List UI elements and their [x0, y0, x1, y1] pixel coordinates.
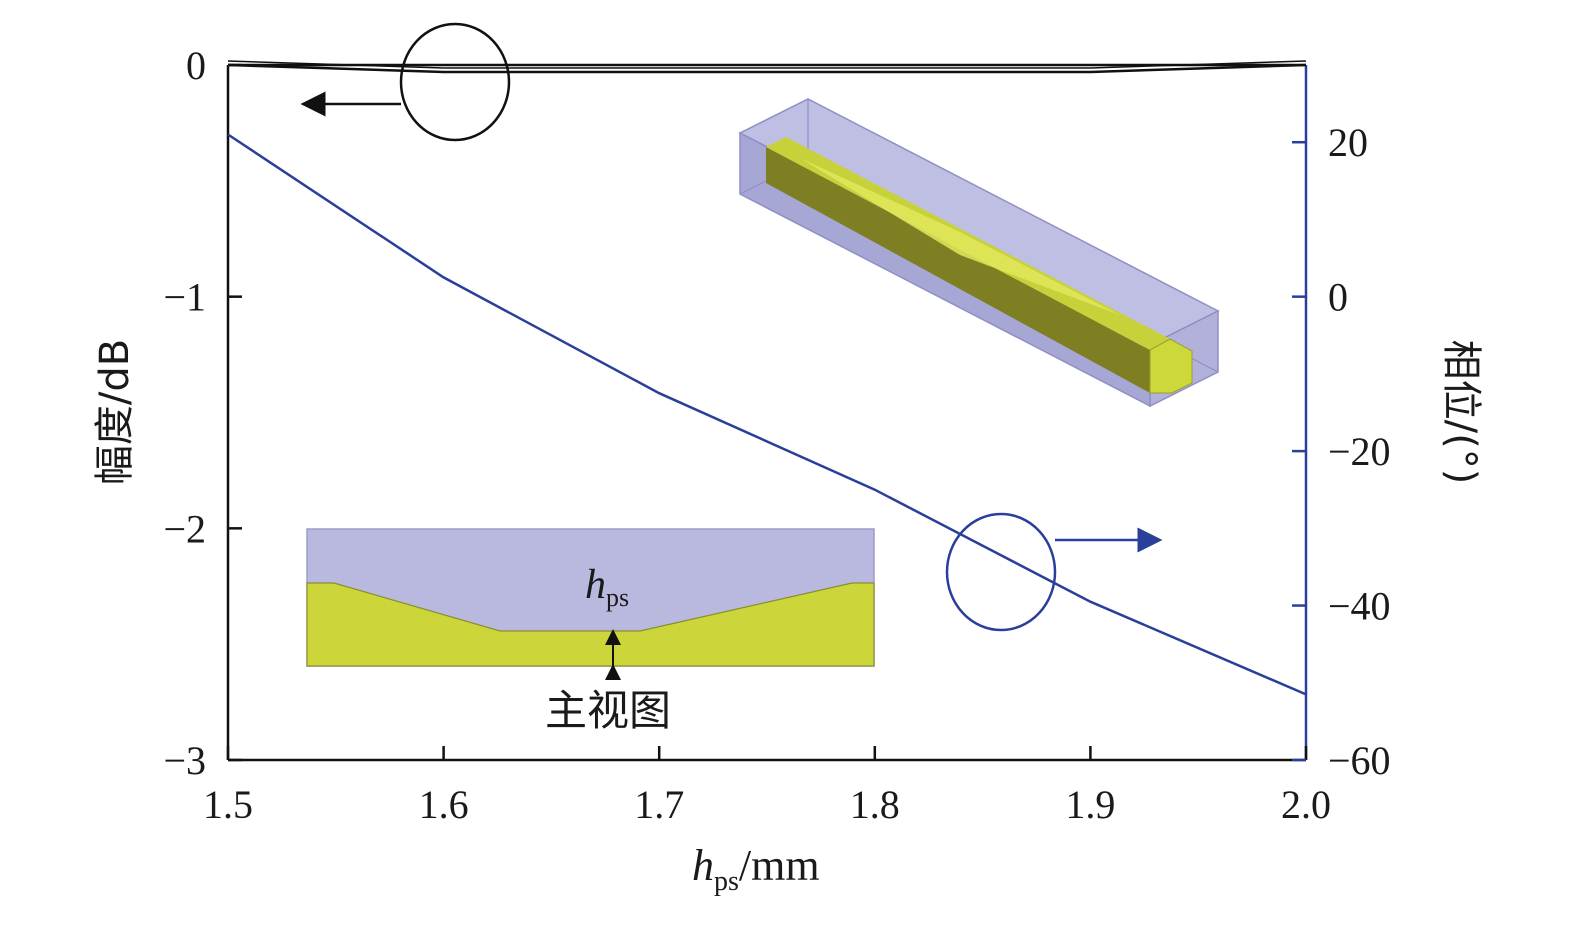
y-right-tick-label-3: −40	[1328, 584, 1391, 629]
y-right-tick-label-2: −20	[1328, 429, 1391, 474]
x-tick-label-4: 1.9	[1065, 782, 1115, 827]
x-tick-label-2: 1.7	[634, 782, 684, 827]
y-right-axis-title: 相位/(°)	[1438, 340, 1484, 485]
y-left-tick-label-3: −3	[163, 738, 206, 783]
inset-3d-waveguide	[738, 98, 1220, 408]
y-right-tick-label-1: 0	[1328, 275, 1348, 320]
x-ticks: 1.5 1.6 1.7 1.8 1.9 2.0	[203, 746, 1331, 827]
right-series-marker-circle	[945, 512, 1057, 632]
y-right-tick-label-0: 20	[1328, 120, 1368, 165]
hps-inset-label: hps	[585, 562, 629, 612]
y-left-tick-label-1: −1	[163, 275, 206, 320]
y-right-tick-label-4: −60	[1328, 738, 1391, 783]
x-tick-label-3: 1.8	[850, 782, 900, 827]
series-line-right	[227, 133, 1307, 696]
y-left-ticks: 0 −1 −2 −3	[163, 43, 242, 783]
front-view-caption: 主视图	[545, 686, 671, 735]
y-right-ticks: 20 0 −20 −40 −60	[1292, 120, 1391, 783]
y-left-tick-label-2: −2	[163, 506, 206, 551]
conductor-front	[766, 147, 1150, 393]
x-tick-label-5: 2.0	[1281, 782, 1331, 827]
series-line-left	[227, 63, 1307, 74]
y-left-axis-title: 幅度/dB	[92, 339, 138, 485]
conductor-taper	[800, 158, 1120, 315]
front-view-conductor	[306, 582, 875, 667]
x-tick-label-1: 1.6	[419, 782, 469, 827]
x-axis-title: hps/mm	[692, 841, 820, 897]
series-line-left-edge	[227, 60, 1307, 69]
series-layer	[227, 60, 1307, 696]
y-left-tick-label-0: 0	[186, 43, 206, 88]
conductor-end	[1149, 338, 1193, 394]
inset-front-view: hps 主视图	[306, 528, 875, 735]
left-series-marker-circle	[399, 22, 511, 142]
x-tick-label-0: 1.5	[203, 782, 253, 827]
